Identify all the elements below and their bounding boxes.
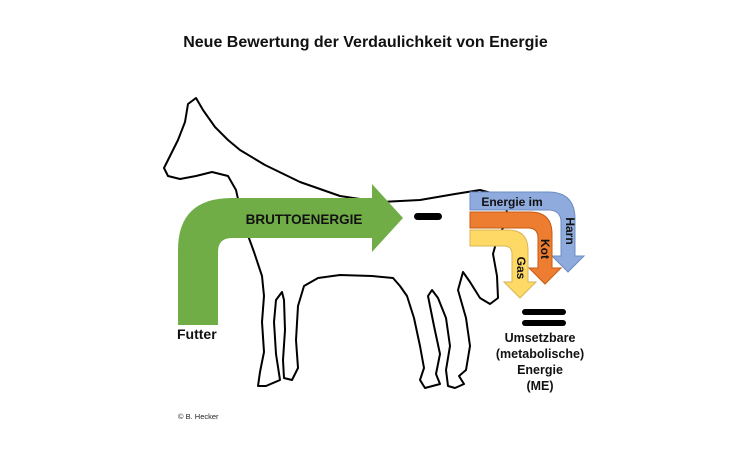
result-line: Energie — [517, 363, 563, 377]
urine-energy-arrow — [469, 191, 586, 273]
result-label: Umsetzbare (metabolische) Energie (ME) — [484, 330, 596, 394]
result-line: (ME) — [526, 379, 554, 393]
copyright-notice: © B. Hecker — [178, 412, 219, 421]
gross-energy-label: BRUTTOENERGIE — [246, 212, 363, 227]
gross-energy-arrow — [178, 184, 403, 325]
page-title: Neue Bewertung der Verdaulichkeit von En… — [183, 34, 548, 51]
result-line: Umsetzbare — [504, 331, 576, 345]
urine-side-label: Harn — [563, 217, 577, 244]
gas-label: Gas — [514, 257, 528, 280]
minus-sign — [414, 213, 442, 220]
feces-energy-arrow — [469, 211, 563, 285]
gas-energy-arrow — [469, 229, 538, 299]
urine-top-label: Energie im — [481, 195, 542, 209]
feces-label: Kot — [538, 239, 552, 259]
futter-label: Futter — [177, 326, 217, 342]
equals-sign-top — [522, 309, 566, 315]
equals-sign-bottom — [522, 320, 566, 326]
result-line: (metabolische) — [495, 347, 585, 361]
